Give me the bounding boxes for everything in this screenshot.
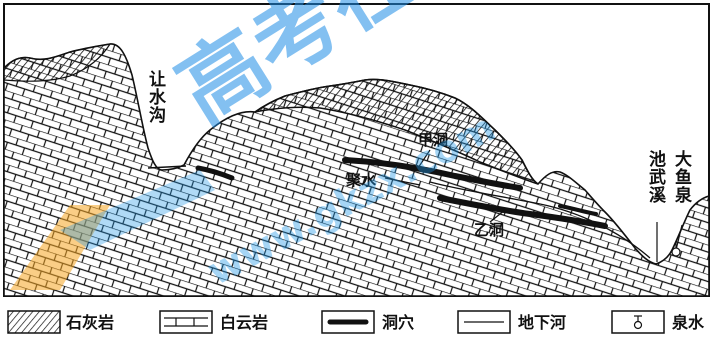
limestone-patch-left <box>4 43 112 82</box>
legend-cave-swatch <box>321 310 375 334</box>
leader-ju <box>384 177 421 186</box>
underground-river <box>429 181 651 259</box>
label-da-yu-quan: 大鱼泉 <box>671 150 691 204</box>
legend-dolomite-swatch <box>159 310 213 334</box>
leader-jia <box>417 149 431 169</box>
legend-river-swatch <box>457 310 511 334</box>
cave-yi <box>437 195 608 229</box>
cave-right <box>558 204 598 216</box>
legend-spring-swatch <box>611 310 665 334</box>
limestone-cap <box>254 78 539 185</box>
spring-icon <box>671 242 681 257</box>
leader-yi <box>489 209 506 223</box>
label-rang-shui-gou: 让水沟 <box>145 70 165 124</box>
label-yi-dong: 乙洞 <box>474 221 505 239</box>
ground-line-valley <box>147 165 187 169</box>
label-ju-shui: 聚水 <box>346 171 377 189</box>
label-chi-wu-xi: 池武溪 <box>645 150 665 204</box>
legend-swatches <box>7 310 665 334</box>
label-jia-dong: 甲洞 <box>418 131 449 149</box>
legend-label-river: 地下河 <box>518 313 567 332</box>
cave-left <box>195 165 235 181</box>
legend-label-cave: 洞穴 <box>382 313 415 332</box>
leader-dayu <box>675 224 683 251</box>
legend-label-spring: 泉水 <box>672 313 705 332</box>
legend-label-dolomite: 白云岩 <box>220 313 269 332</box>
cave-jia <box>342 157 523 191</box>
legend-label-limestone: 石灰岩 <box>66 313 115 332</box>
